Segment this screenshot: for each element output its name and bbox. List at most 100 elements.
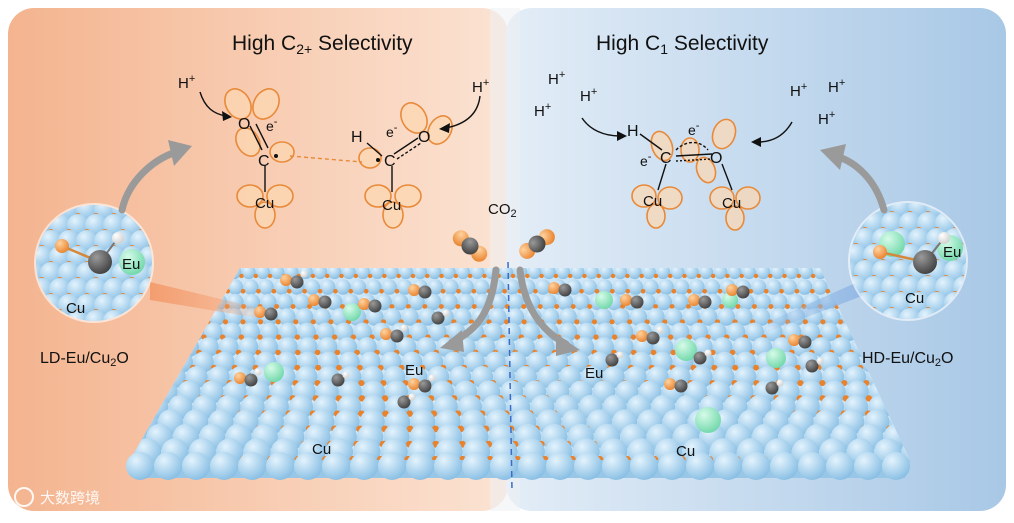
copper-atom <box>584 268 599 280</box>
copper-atom <box>355 268 371 280</box>
copper-atom <box>85 214 107 236</box>
oxygen-atom <box>702 288 707 294</box>
copper-atom <box>441 293 458 311</box>
slab-label-cu-right: Cu <box>676 443 695 460</box>
oxygen-atom <box>788 334 800 346</box>
copper-atom <box>455 268 471 280</box>
oxygen-atom <box>796 273 802 279</box>
zoom-beam-left <box>150 282 258 318</box>
copper-atom <box>704 279 721 295</box>
oxygen-atom <box>396 273 401 279</box>
copper-atom <box>712 337 733 357</box>
copper-atom <box>573 293 590 311</box>
copper-atom <box>76 294 98 316</box>
copper-atom <box>639 293 656 311</box>
carbon-atom <box>674 379 688 393</box>
europium-atom <box>722 292 738 308</box>
copper-atom <box>154 452 182 480</box>
oxygen-atom <box>639 273 644 279</box>
oxygen-atom <box>739 273 744 279</box>
oxygen-atom <box>525 273 530 279</box>
adsorbate-molecule <box>693 349 712 365</box>
copper-atom <box>316 322 335 342</box>
copper-atom <box>664 308 683 326</box>
oxygen-atom <box>410 273 416 279</box>
copper-atom <box>260 322 279 342</box>
copper-atom <box>556 293 574 311</box>
oxygen-atom <box>389 304 395 309</box>
oxygen-atom <box>686 304 691 309</box>
copper-atom <box>506 308 525 326</box>
oxygen-atom <box>686 288 692 294</box>
copper-atom <box>741 268 756 280</box>
copper-atom <box>655 268 671 280</box>
co2-label: CO2 <box>488 201 517 220</box>
oxygen-atom <box>735 304 741 309</box>
oxygen-atom <box>408 284 420 296</box>
copper-atom <box>627 279 644 295</box>
c1-hydrogen: H <box>627 123 639 140</box>
copper-atom <box>504 279 521 295</box>
c2-mechanism: O e- C Cu H e- O C Cu H+ H+ <box>178 73 489 229</box>
c1-copper-1: Cu <box>643 193 662 210</box>
copper-atom <box>602 452 630 480</box>
oxygen-atom <box>280 274 292 286</box>
copper-atom <box>58 262 80 284</box>
c2-copper-2: Cu <box>382 197 401 214</box>
adsorbate-molecule <box>805 357 824 373</box>
slab-labels: Eu Eu Cu Cu <box>312 362 695 460</box>
copper-atom <box>581 279 597 295</box>
copper-atom <box>418 308 437 326</box>
copper-atom <box>258 279 274 295</box>
copper-atom <box>755 268 771 280</box>
copper-atom <box>698 268 714 280</box>
copper-atom <box>366 279 382 295</box>
copper-atom <box>798 268 814 280</box>
copper-atom <box>270 268 285 280</box>
adsorbate-molecule <box>788 334 812 349</box>
catalyst-label-right: HD-Eu/Cu2O <box>862 350 953 369</box>
oxygen-atom <box>653 273 659 279</box>
copper-atom <box>854 260 876 282</box>
copper-atom <box>337 337 358 357</box>
oxygen-atom <box>422 304 428 309</box>
oxygen-atom <box>274 304 280 309</box>
carbon-atom <box>605 353 619 367</box>
c1-proton-6: H+ <box>818 109 835 128</box>
c1-copper-2: Cu <box>722 195 741 212</box>
copper-atom <box>727 268 742 280</box>
copper-atom <box>614 322 634 342</box>
c2-electron-2: e- <box>386 122 398 140</box>
copper-atom <box>670 268 685 280</box>
c2-oxygen-2: O <box>418 129 430 146</box>
copper-atom <box>752 308 771 326</box>
c1-electron-left: e- <box>640 151 652 169</box>
copper-atom <box>890 292 912 314</box>
copper-atom <box>872 292 894 314</box>
copper-atom <box>899 212 921 234</box>
zoom-right-adsorbate <box>873 232 950 274</box>
copper-atom <box>126 452 154 480</box>
copper-atom <box>103 278 125 300</box>
oxygen-atom <box>302 288 307 294</box>
adsorbate-molecule <box>726 284 750 299</box>
oxygen-atom <box>257 334 263 340</box>
oxygen-atom <box>439 273 444 279</box>
copper-atom <box>278 337 298 357</box>
copper-atom <box>327 268 342 280</box>
c2-bonds <box>249 123 422 192</box>
copper-atom <box>458 279 474 295</box>
carbon-atom <box>390 329 404 343</box>
copper-atom <box>238 452 266 480</box>
oxygen-atom <box>486 455 494 460</box>
copper-atom <box>717 308 736 326</box>
hydrogen-atom <box>254 368 262 376</box>
oxygen-atom <box>317 288 323 294</box>
copper-atom <box>255 268 271 280</box>
oxygen-atom <box>556 319 562 325</box>
copper-atom <box>241 322 260 342</box>
copper-atom <box>881 276 903 298</box>
copper-atom <box>294 452 322 480</box>
oxygen-atom <box>275 334 282 340</box>
slab-label-eu-left: Eu <box>405 362 423 379</box>
